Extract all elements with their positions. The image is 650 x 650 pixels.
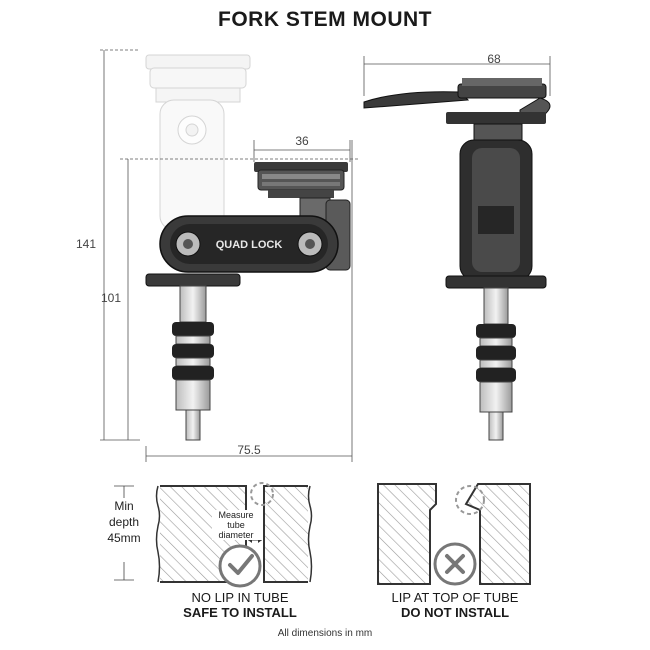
safe-case-line1: NO LIP IN TUBE bbox=[191, 590, 289, 605]
measure-label-2: tube bbox=[227, 520, 245, 530]
dimension-lines-right bbox=[363, 56, 551, 96]
quad-lock-logo: QUAD LOCK bbox=[216, 239, 283, 251]
min-depth-indicator bbox=[114, 485, 134, 581]
tube-detail-lip bbox=[377, 483, 531, 586]
mount-side-view bbox=[363, 78, 551, 441]
dim-height-total: 141 bbox=[76, 237, 96, 251]
measure-label-1: Measure bbox=[218, 510, 253, 520]
page-title: FORK STEM MOUNT bbox=[218, 8, 432, 31]
cross-icon bbox=[445, 554, 465, 574]
min-depth-label-3: 45mm bbox=[107, 531, 140, 545]
check-icon bbox=[228, 554, 254, 575]
unsafe-case-line1: LIP AT TOP OF TUBE bbox=[391, 590, 519, 605]
measure-label-3: diameter bbox=[218, 530, 253, 540]
min-depth-label-1: Min bbox=[114, 499, 133, 513]
unsafe-case-line2: DO NOT INSTALL bbox=[400, 605, 510, 620]
dim-total-width: 75.5 bbox=[237, 443, 261, 457]
dim-height-mount: 101 bbox=[101, 291, 121, 305]
safe-case-caption: NO LIP IN TUBE SAFE TO INSTALL bbox=[150, 590, 330, 620]
dimension-lines-left bbox=[100, 49, 360, 462]
footnote: All dimensions in mm bbox=[277, 628, 373, 639]
safe-case-line2: SAFE TO INSTALL bbox=[183, 605, 297, 620]
min-depth-label-2: depth bbox=[109, 515, 139, 529]
unsafe-case-caption: LIP AT TOP OF TUBE DO NOT INSTALL bbox=[360, 590, 550, 620]
ghost-mount-silhouette bbox=[145, 54, 251, 231]
dim-head-width: 36 bbox=[295, 134, 309, 148]
dim-side-width: 68 bbox=[487, 52, 501, 66]
mount-left-view: QUAD LOCK bbox=[145, 162, 351, 441]
